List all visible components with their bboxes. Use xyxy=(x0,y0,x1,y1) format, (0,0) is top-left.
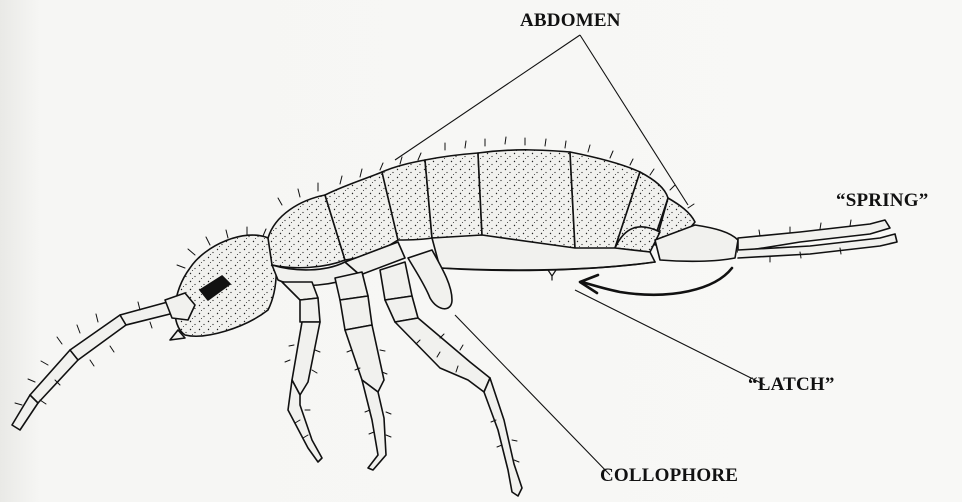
leg-1 xyxy=(282,282,322,462)
head xyxy=(165,227,276,340)
latch-label: “LATCH” xyxy=(748,374,835,396)
collophore-label: COLLOPHORE xyxy=(600,465,738,487)
latch-leader xyxy=(575,290,765,385)
abdomen-label: ABDOMEN xyxy=(520,10,621,32)
collophore-leader xyxy=(455,315,610,475)
leg-2 xyxy=(335,272,391,470)
thorax xyxy=(268,153,432,285)
abdomen xyxy=(425,137,695,270)
abdomen-leader-left xyxy=(395,35,580,160)
spring-furcula xyxy=(655,220,897,262)
antenna xyxy=(12,300,178,430)
spring-label: “SPRING” xyxy=(836,190,928,212)
